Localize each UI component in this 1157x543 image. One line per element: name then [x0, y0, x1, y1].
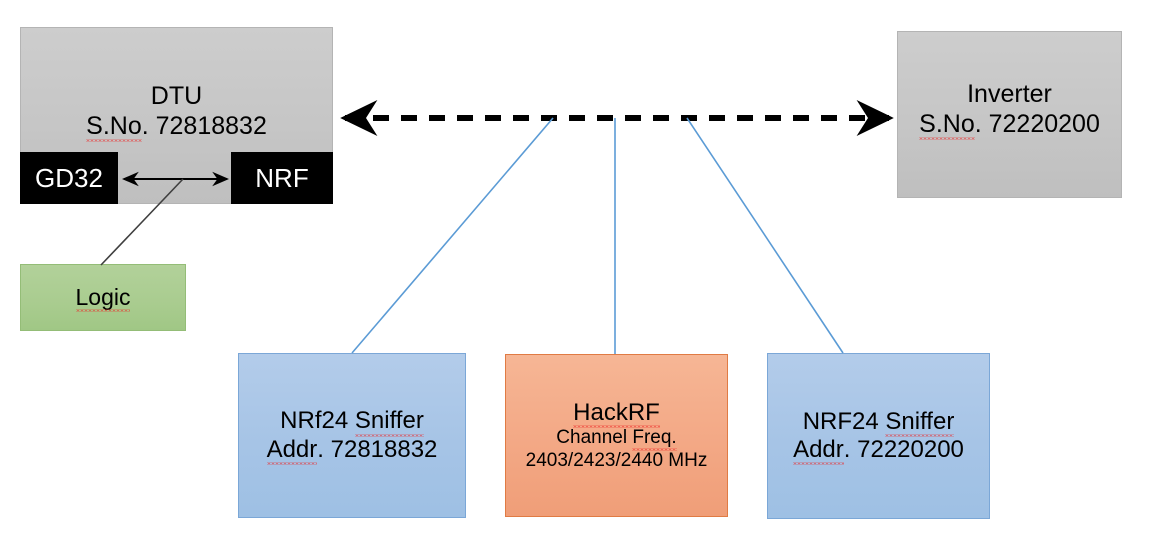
inverter-serial-rest: . 72220200	[974, 109, 1100, 138]
dtu-serial-prefix: S.No	[86, 111, 142, 142]
inverter-title: Inverter	[967, 80, 1052, 108]
inverter-serial-prefix: S.No	[919, 109, 975, 140]
gd32-chip[interactable]: GD32	[20, 152, 118, 204]
inverter-node[interactable]: Inverter S.No. 72220200	[897, 31, 1122, 198]
sniffer-right-title-flagged: Sniffer	[885, 407, 955, 438]
sniffer-right-addr: Addr. 72220200	[793, 436, 964, 466]
logic-label: Logic	[75, 283, 131, 313]
hackrf-frequencies: 2403/2423/2440 MHz	[525, 449, 708, 471]
nrf-chip-label: NRF	[255, 162, 309, 193]
hackrf-title-text: HackRF	[573, 398, 660, 429]
hackrf-node[interactable]: HackRF Channel Freq. 2403/2423/2440 MHz	[505, 354, 728, 517]
hackrf-channel-plain: Channel	[556, 427, 633, 449]
hackrf-title: HackRF	[573, 398, 660, 429]
sniffer-left-addr-flagged: Addr	[266, 435, 318, 466]
inverter-serial: S.No. 72220200	[919, 110, 1100, 140]
dtu-serial: S.No. 72818832	[86, 112, 267, 142]
sniffer-right-title-plain: NRF24	[802, 407, 886, 435]
gd32-chip-label: GD32	[35, 162, 103, 193]
logic-analyzer-node[interactable]: Logic	[20, 264, 186, 331]
sniffer-left-title-plain: NRf24	[280, 407, 355, 435]
hackrf-channel-label: Channel Freq.	[556, 427, 678, 452]
sniffer-left-tap-line	[351, 117, 554, 354]
dtu-title: DTU	[150, 82, 203, 110]
dtu-serial-rest: . 72818832	[141, 111, 267, 140]
sniffer-left-addr-rest: . 72818832	[317, 435, 438, 463]
hackrf-channel-flagged: Freq.	[632, 427, 678, 452]
sniffer-right-addr-rest: . 72220200	[843, 436, 964, 463]
sniffer-left-title-flagged: Sniffer	[354, 407, 424, 437]
sniffer-right-addr-flagged: Addr	[793, 436, 844, 466]
sniffer-right-tap-line	[686, 117, 844, 354]
sniffer-left-title: NRf24 Sniffer	[280, 407, 424, 437]
sniffer-right-node[interactable]: NRF24 Sniffer Addr. 72220200	[767, 353, 990, 519]
nrf-chip[interactable]: NRF	[231, 152, 333, 204]
sniffer-left-node[interactable]: NRf24 Sniffer Addr. 72818832	[238, 353, 466, 518]
sniffer-left-addr: Addr. 72818832	[266, 435, 438, 466]
sniffer-right-title: NRF24 Sniffer	[802, 407, 955, 438]
